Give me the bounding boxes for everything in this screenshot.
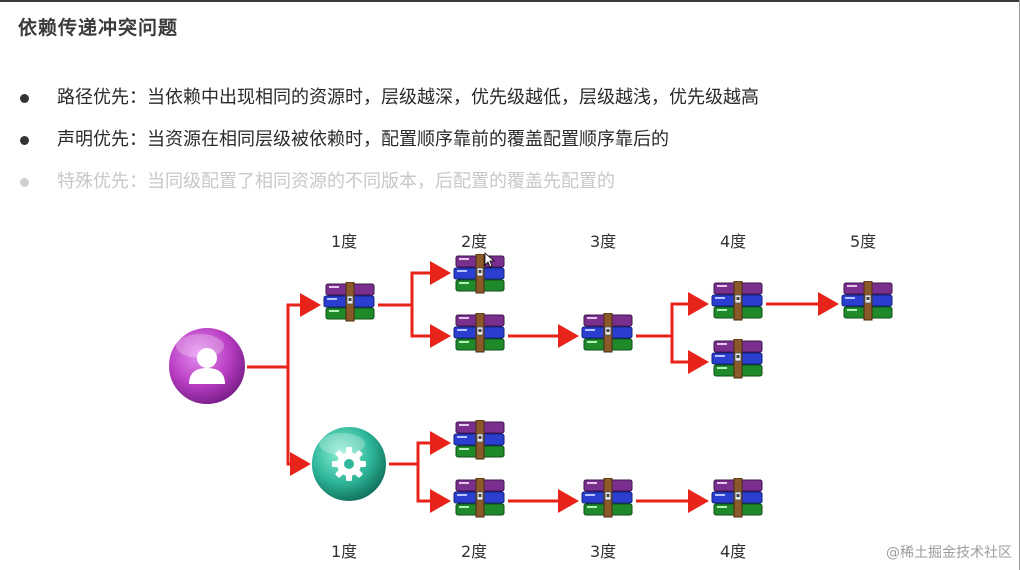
degree-label-bottom-1: 1度	[331, 542, 358, 561]
bullet-text-path-priority: 路径优先：当依赖中出现相同的资源时，层级越深，优先级越低，层级越浅，优先级越高	[57, 87, 759, 108]
bullet-text-declaration-priority: 声明优先：当资源在相同层级被依赖时，配置顺序靠前的覆盖配置顺序靠后的	[57, 129, 669, 150]
archive-icon-top-1	[323, 282, 375, 322]
user-node	[167, 326, 247, 406]
archive-icon-top-3	[581, 313, 633, 353]
bullet-dot	[20, 178, 29, 187]
arrow-user-to-dep-1	[286, 293, 321, 367]
degree-label-top-3: 3度	[590, 232, 617, 251]
arrow-top-1-to-2a	[410, 261, 451, 305]
user-icon	[189, 348, 225, 384]
degree-label-bottom-4: 4度	[720, 542, 747, 561]
archive-icon-top-4b	[711, 339, 763, 379]
mouse-cursor-icon	[484, 252, 496, 268]
degree-label-top-2: 2度	[461, 232, 488, 251]
bullet-dot	[20, 136, 29, 145]
arrow-top-3-to-4a	[670, 292, 709, 336]
archive-icon-top-2a	[453, 254, 505, 294]
connector-lines	[247, 261, 839, 513]
bullet-text-special-priority: 特殊优先：当同级配置了相同资源的不同版本，后配置的覆盖先配置的	[57, 171, 615, 192]
gear-icon	[332, 447, 366, 481]
page-title: 依赖传递冲突问题	[18, 17, 179, 39]
archive-icon-bottom-3	[581, 478, 633, 518]
degree-label-top-5: 5度	[850, 232, 877, 251]
archive-icon-top-5	[841, 281, 893, 321]
arrow-top-1-to-2b	[410, 305, 451, 348]
archive-icon-top-4a	[711, 281, 763, 321]
degree-label-top-1: 1度	[331, 232, 358, 251]
module-node	[310, 425, 388, 503]
arrow-user-to-module	[286, 367, 311, 476]
archive-icon-bottom-4	[711, 478, 763, 518]
archive-icon-bottom-2b	[453, 478, 505, 518]
degree-label-bottom-2: 2度	[461, 542, 488, 561]
arrow-module-to-2b	[416, 464, 451, 513]
top-border	[0, 0, 1020, 2]
archive-icon-bottom-2a	[453, 420, 505, 460]
degree-label-bottom-3: 3度	[590, 542, 617, 561]
archive-icon-top-2b	[453, 313, 505, 353]
arrow-top-3-to-4b	[670, 336, 709, 374]
degree-label-top-4: 4度	[720, 232, 747, 251]
arrow-module-to-2a	[416, 431, 451, 464]
bullet-dot	[20, 94, 29, 103]
watermark: @稀土掘金技术社区	[886, 545, 1012, 561]
